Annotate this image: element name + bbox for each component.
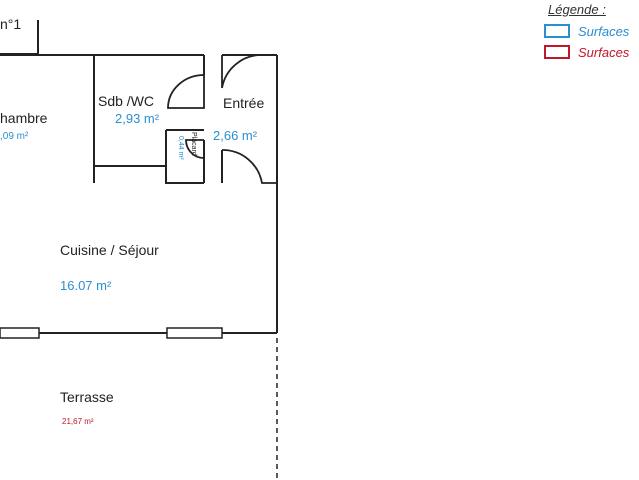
entree-name: Entrée	[223, 95, 265, 111]
entree-area: 2,66 m²	[213, 128, 258, 143]
legend-label: Surfaces	[578, 45, 630, 60]
window-right	[166, 327, 223, 339]
cuisine-area: 16.07 m²	[60, 278, 112, 293]
legend-title: Légende :	[548, 2, 606, 17]
door-entree-swing	[221, 54, 263, 89]
placard-name: Placard	[190, 132, 197, 156]
door-front-swing	[221, 149, 277, 184]
placard-area: 0,44 m²	[177, 136, 184, 160]
terrasse-area: 21,67 m²	[62, 417, 94, 426]
sdb-name: Sdb /WC	[98, 93, 155, 109]
door-placard-swing	[185, 139, 205, 159]
legend-swatch-red	[544, 45, 570, 59]
legend-label: Surfaces	[578, 24, 630, 39]
terrasse-name: Terrasse	[60, 389, 114, 405]
legend-swatch-blue	[544, 24, 570, 38]
sdb-area: 2,93 m²	[115, 111, 160, 126]
door-sdb-swing	[167, 74, 205, 109]
chambre-area: ,09 m²	[0, 131, 29, 142]
cuisine-name: Cuisine / Séjour	[60, 242, 159, 258]
chambre-name: hambre	[0, 110, 48, 126]
placard-box	[165, 130, 204, 184]
window-left	[0, 327, 40, 339]
room-number-label: n°1	[0, 16, 22, 32]
